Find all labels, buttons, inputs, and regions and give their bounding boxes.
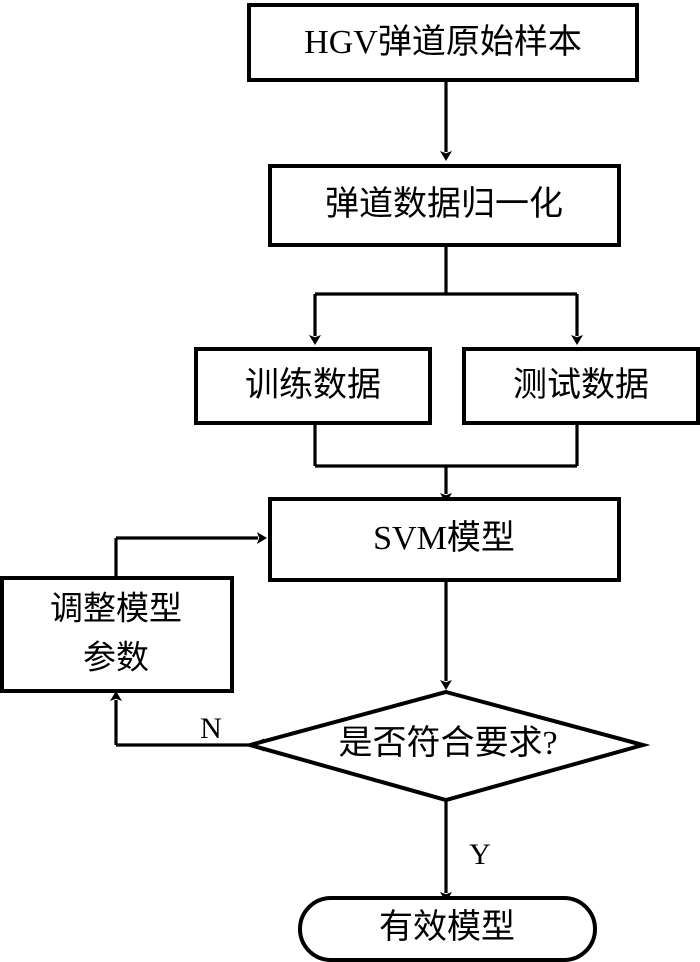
- edge-decision-no-to-tune: [110, 691, 264, 752]
- node-train-data[interactable]: 训练数据: [194, 347, 432, 425]
- node-normalize[interactable]: 弹道数据归一化: [268, 164, 621, 247]
- node-tune-params-label-line1: 调整模型: [50, 591, 182, 628]
- node-normalize-label: 弹道数据归一化: [325, 185, 563, 223]
- edge-label-yes: Y: [469, 838, 491, 871]
- edge-data-to-svm: [313, 423, 579, 503]
- node-valid-model[interactable]: 有效模型: [298, 896, 597, 962]
- node-svm-model[interactable]: SVM模型: [268, 497, 621, 582]
- node-svm-model-label: SVM模型: [373, 519, 515, 557]
- node-test-data-label: 测试数据: [513, 366, 649, 404]
- edge-tune-to-svm: [114, 532, 267, 578]
- node-raw-sample-label: HGV弹道原始样本: [304, 23, 582, 61]
- node-raw-sample[interactable]: HGV弹道原始样本: [247, 3, 639, 82]
- node-tune-params-label-line2: 参数: [83, 640, 149, 677]
- node-tune-params[interactable]: 调整模型 参数: [0, 576, 234, 693]
- node-valid-model-label: 有效模型: [379, 908, 515, 946]
- node-decision-label: 是否符合要求?: [338, 724, 557, 762]
- node-decision[interactable]: 是否符合要求?: [242, 689, 651, 803]
- node-train-data-label: 训练数据: [245, 366, 381, 404]
- edge-label-no: N: [200, 712, 222, 745]
- edge-normalize-to-split: [309, 245, 583, 345]
- node-test-data[interactable]: 测试数据: [462, 347, 700, 425]
